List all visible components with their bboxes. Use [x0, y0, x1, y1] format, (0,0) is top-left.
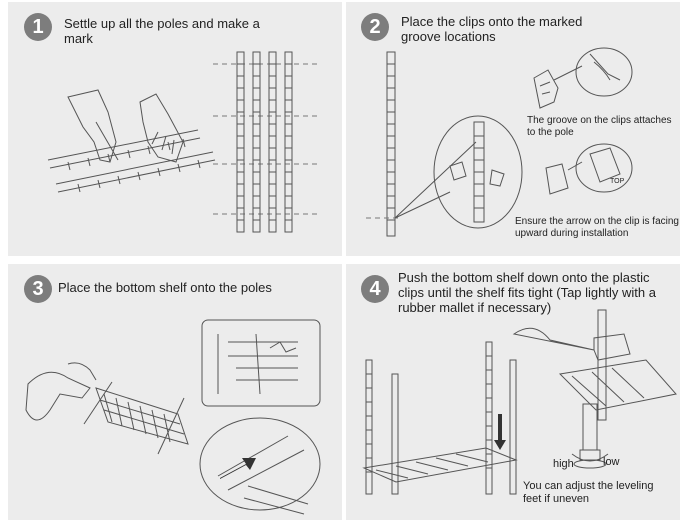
step-4-leveling-caption: You can adjust the leveling feet if unev…	[523, 480, 654, 505]
step-4-panel: 4 Push the bottom shelf down onto the pl…	[346, 264, 680, 520]
step-3-illustration	[25, 319, 321, 515]
step-4-instruction: Push the bottom shelf down onto the plas…	[398, 270, 656, 315]
step-2-panel: 2 Place the clips onto the marked groove…	[346, 2, 680, 256]
step-1-number-badge: 1	[24, 13, 52, 41]
mallet-illustration	[512, 309, 677, 421]
hands-marking-illustration	[47, 89, 216, 193]
step-3-number-badge: 3	[24, 275, 52, 303]
step-4-illustration	[362, 309, 677, 495]
leveling-foot-illustration	[571, 403, 609, 469]
step-2-groove-caption: The groove on the clips attaches to the …	[527, 115, 672, 138]
leveling-high-label: high	[553, 458, 574, 470]
leveling-low-label: low	[603, 456, 620, 468]
clip-illustration	[533, 47, 633, 195]
shelf-illustration	[83, 381, 189, 455]
step-1-illustration	[47, 51, 318, 233]
step-2-arrow-caption: Ensure the arrow on the clip is facing u…	[515, 216, 679, 239]
step-3-panel: 3 Place the bottom shelf onto the poles	[8, 264, 342, 520]
step-2-number-badge: 2	[361, 13, 389, 41]
step-2-illustration	[366, 47, 633, 237]
step-4-number-badge: 4	[361, 275, 389, 303]
pole-illustration	[213, 51, 318, 233]
step-2-instruction: Place the clips onto the marked groove l…	[401, 14, 583, 44]
step-3-instruction: Place the bottom shelf onto the poles	[58, 280, 272, 295]
step-1-panel: 1 Settle up all the poles and make a mar…	[8, 2, 342, 256]
step-1-instruction: Settle up all the poles and make a mark	[64, 16, 260, 46]
clip-top-label: TOP	[610, 178, 625, 185]
